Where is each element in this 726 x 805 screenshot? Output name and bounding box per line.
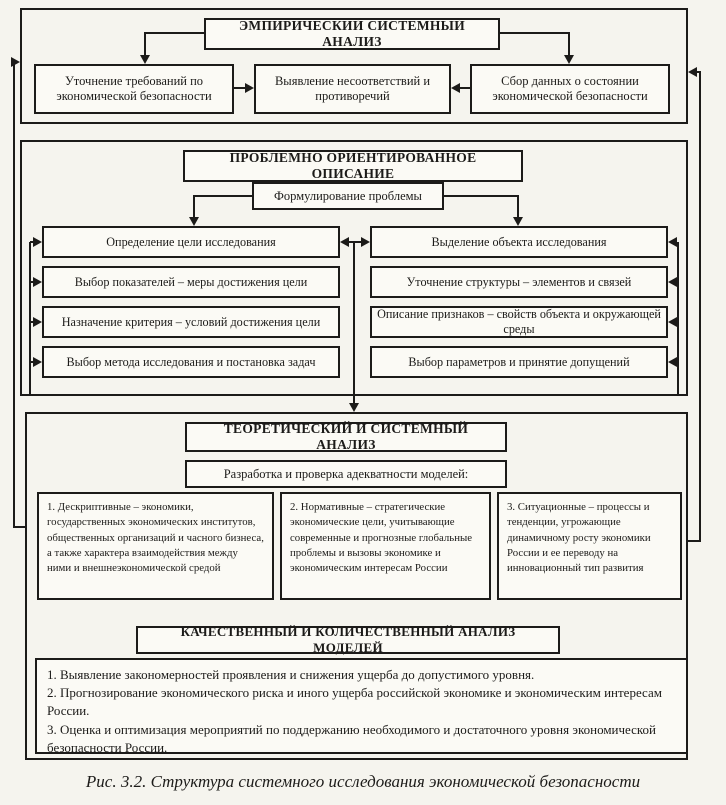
arrow-left-icon <box>668 277 677 287</box>
figure-caption: Рис. 3.2. Структура системного исследова… <box>85 772 641 791</box>
connector-line <box>348 241 362 243</box>
problem-title: ПРОБЛЕМНО ОРИЕНТИРОВАННОЕ ОПИСАНИЕ <box>183 150 523 182</box>
box-model-descriptive: 1. Дескриптивные – экономики, государств… <box>37 492 274 600</box>
box-choose-method: Выбор метода исследования и постановка з… <box>42 346 340 378</box>
feedback-rail-left <box>29 242 31 396</box>
connector-line <box>460 87 470 89</box>
feedback-line-left <box>13 62 15 528</box>
arrow-down-icon <box>513 217 523 226</box>
list-item: 3. Оценка и оптимизация мероприятий по п… <box>47 721 657 755</box>
connector-line <box>688 540 701 542</box>
box-model-normative: 2. Нормативные – стратегические экономич… <box>280 492 491 600</box>
arrow-right-icon <box>33 357 42 367</box>
box-qualitative-items: 1. Выявление закономерностей проявления … <box>35 658 688 755</box>
connector-line <box>193 195 252 197</box>
arrow-right-icon <box>361 237 370 247</box>
arrow-down-icon <box>349 403 359 412</box>
list-item: 2. Прогнозирование экономического риска … <box>47 685 662 719</box>
connector-line <box>517 195 519 217</box>
connector-line <box>193 195 195 217</box>
connector-line <box>234 87 246 89</box>
arrow-down-icon <box>140 55 150 64</box>
connector-line <box>145 32 205 34</box>
box-choose-indicators: Выбор показателей – меры достижения цели <box>42 266 340 298</box>
arrow-down-icon <box>564 55 574 64</box>
box-collect-data: Сбор данных о состоянии экономической бе… <box>470 64 670 114</box>
box-describe-attributes: Описание признаков – свойств объекта и о… <box>370 306 668 338</box>
arrow-right-icon <box>11 57 20 67</box>
box-refine-structure: Уточнение структуры – элементов и связей <box>370 266 668 298</box>
empirical-title: ЭМПИРИЧЕСКИЙ СИСТЕМНЫЙ АНАЛИЗ <box>204 18 500 50</box>
box-select-object: Выделение объекта исследования <box>370 226 668 258</box>
connector-line <box>144 32 146 56</box>
box-assign-criterion: Назначение критерия – условий достижения… <box>42 306 340 338</box>
arrow-left-icon <box>668 317 677 327</box>
arrow-right-icon <box>245 83 254 93</box>
box-model-development: Разработка и проверка адекватности модел… <box>185 460 507 488</box>
arrow-left-icon <box>688 67 697 77</box>
arrow-right-icon <box>33 237 42 247</box>
arrow-left-icon <box>668 357 677 367</box>
feedback-rail-right <box>677 242 679 396</box>
arrow-left-icon <box>668 237 677 247</box>
theoretical-title: ТЕОРЕТИЧЕСКИЙ И СИСТЕМНЫЙ АНАЛИЗ <box>185 421 507 452</box>
analysis-section-frame <box>25 412 688 760</box>
arrow-left-icon <box>340 237 349 247</box>
box-model-situational: 3. Ситуационные – процессы и тенденции, … <box>497 492 682 600</box>
box-refine-requirements: Уточнение требований по экономической бе… <box>34 64 234 114</box>
arrow-left-icon <box>451 83 460 93</box>
box-problem-formulation: Формулирование проблемы <box>252 182 444 210</box>
box-choose-parameters: Выбор параметров и принятие допущений <box>370 346 668 378</box>
list-item: 1. Выявление закономерностей проявления … <box>47 667 535 682</box>
connector-line <box>696 71 701 73</box>
arrow-right-icon <box>33 277 42 287</box>
feedback-line-right <box>699 72 701 542</box>
qualitative-title: КАЧЕСТВЕННЫЙ И КОЛИЧЕСТВЕННЫЙ АНАЛИЗ МОД… <box>136 624 560 655</box>
box-define-goal: Определение цели исследования <box>42 226 340 258</box>
connector-line <box>568 32 570 56</box>
arrow-down-icon <box>189 217 199 226</box>
box-detect-mismatch: Выявление несоответствий и противоречий <box>254 64 451 114</box>
connector-line <box>13 526 26 528</box>
empirical-section-frame <box>20 8 688 124</box>
connector-line <box>444 195 519 197</box>
arrow-right-icon <box>33 317 42 327</box>
connector-line <box>353 242 355 404</box>
connector-line <box>500 32 570 34</box>
